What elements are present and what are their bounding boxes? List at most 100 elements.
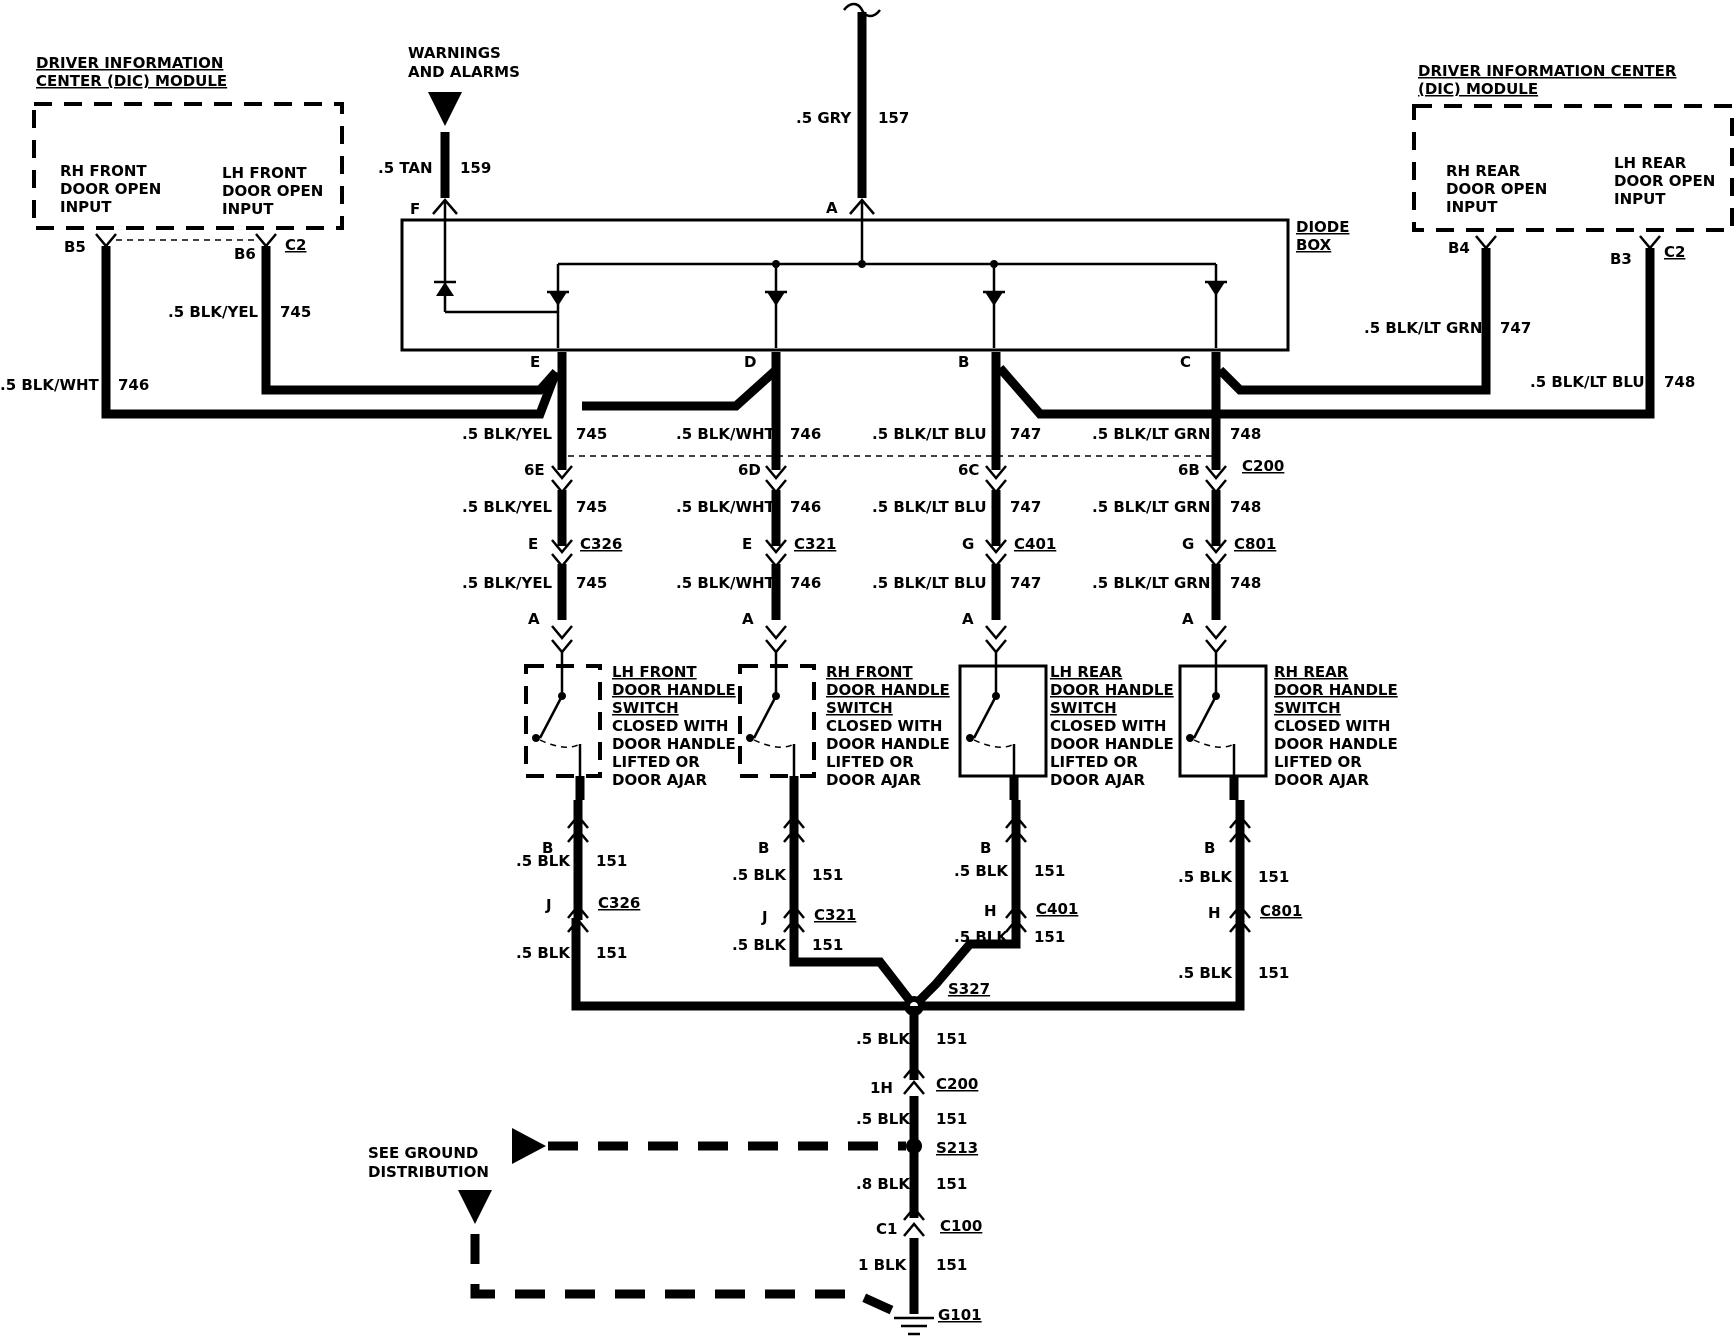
wire-157-label: .5 GRY	[796, 109, 852, 127]
wire-157-circuit: 157	[878, 109, 909, 127]
switch-contact-icon	[966, 734, 974, 742]
switch-desc-3: LIFTED OR	[1274, 753, 1362, 771]
c200-ground-terminal	[903, 1080, 925, 1095]
switch-desc-4: DOOR AJAR	[826, 771, 922, 789]
see-ground-label-1: SEE GROUND	[368, 1144, 478, 1162]
g1-circuit: 151	[596, 852, 627, 870]
g-conn-pin: H	[984, 902, 997, 920]
conn-pin: G	[962, 535, 974, 553]
pin-f: F	[410, 200, 420, 218]
switch-pin-b: B	[758, 839, 769, 857]
warnings-label-2: AND ALARMS	[408, 63, 520, 81]
conn-label: C326	[580, 535, 622, 553]
switch-label-3: SWITCH	[1050, 699, 1117, 717]
wire-748-from-module	[996, 248, 1655, 419]
switch-label-1: RH REAR	[1274, 663, 1349, 681]
diode-b	[983, 264, 1005, 348]
row3-wire-label: .5 BLK/LT GRN	[1092, 574, 1210, 592]
gw4-label: 1 BLK	[858, 1256, 908, 1274]
ground-wire-col4	[914, 918, 1245, 1011]
row3-wire-label: .5 BLK/LT BLU	[872, 574, 987, 592]
switch-label-3: SWITCH	[826, 699, 893, 717]
right-input2-line3: INPUT	[1614, 190, 1666, 208]
switch-desc-1: CLOSED WITH	[826, 717, 942, 735]
left-input1-line2: DOOR OPEN	[60, 180, 161, 198]
switch-box	[958, 664, 1048, 778]
wire-746-from-module	[101, 246, 561, 419]
wire-747-circuit: 747	[1500, 319, 1531, 337]
row1-circuit: 748	[1230, 425, 1261, 443]
junction-dot	[858, 260, 866, 268]
conn-label: C321	[794, 535, 836, 553]
wire-745-from-module	[261, 246, 560, 395]
row3-circuit: 747	[1010, 574, 1041, 592]
g-conn-pin: H	[1208, 904, 1221, 922]
row1-circuit: 745	[576, 425, 607, 443]
switch-pin-a: A	[962, 610, 974, 628]
ground-wire-col3	[910, 918, 1021, 1010]
row3-circuit: 745	[576, 574, 607, 592]
left-module-title-1: DRIVER INFORMATION	[36, 54, 223, 72]
wire-745-circuit: 745	[280, 303, 311, 321]
g-conn-label: C401	[1036, 900, 1078, 918]
right-pin-b3: B3	[1610, 250, 1632, 268]
wire-746-circuit: 746	[118, 376, 149, 394]
g2-circuit: 151	[596, 944, 627, 962]
left-module-box	[32, 102, 344, 230]
right-pin-b4: B4	[1448, 239, 1470, 257]
diode-f-icon	[436, 282, 454, 296]
switch-desc-4: DOOR AJAR	[1050, 771, 1146, 789]
switch-desc-1: CLOSED WITH	[1274, 717, 1390, 735]
g2-circuit: 151	[812, 936, 843, 954]
left-pin1-terminal	[95, 233, 117, 248]
g1-wire-label: .5 BLK	[516, 852, 571, 870]
right-pin1-terminal	[1475, 235, 1497, 250]
switch-pin-b: B	[1204, 839, 1215, 857]
g2-circuit: 151	[1258, 964, 1289, 982]
row1-circuit: 747	[1010, 425, 1041, 443]
row1-wire-label: .5 BLK/YEL	[462, 425, 553, 443]
conn-pin: E	[742, 535, 752, 553]
g1-wire-label: .5 BLK	[1178, 868, 1233, 886]
ground-bus: S327 .5 BLK 151 1H C200 .5 BLK 151 S213 …	[368, 918, 1245, 1336]
right-input1-line1: RH REAR	[1446, 162, 1521, 180]
switch-contact-icon	[1186, 734, 1194, 742]
right-module-box	[1412, 104, 1734, 232]
conn-pin: E	[528, 535, 538, 553]
c100-conn: C100	[940, 1217, 982, 1235]
gw2-label: .5 BLK	[856, 1110, 911, 1128]
row1-wire-label: .5 BLK/LT GRN	[1092, 425, 1210, 443]
row2-circuit: 748	[1230, 498, 1261, 516]
wire-159-label: .5 TAN	[378, 159, 433, 177]
switch-contact-icon	[746, 734, 754, 742]
switch-desc-2: DOOR HANDLE	[826, 735, 950, 753]
left-pin-b6: B6	[234, 245, 256, 263]
c200-pin: 6C	[958, 461, 979, 479]
row2-circuit: 747	[1010, 498, 1041, 516]
see-ground-label-2: DISTRIBUTION	[368, 1163, 489, 1181]
c200-ground-terminal-2	[903, 1064, 925, 1079]
switch-label-2: DOOR HANDLE	[612, 681, 736, 699]
c200-pin: 6B	[1178, 461, 1200, 479]
g1-circuit: 151	[812, 866, 843, 884]
gw1-circuit: 151	[936, 1030, 967, 1048]
right-module-title-2: (DIC) MODULE	[1418, 80, 1538, 98]
gw4-circuit: 151	[936, 1256, 967, 1274]
c200-ground-pin: 1H	[870, 1079, 893, 1097]
g2-wire-label: .5 BLK	[516, 944, 571, 962]
pin-a-top: A	[826, 199, 838, 217]
diode-box-outline	[400, 218, 1290, 352]
row1-circuit: 746	[790, 425, 821, 443]
switch-pin-b: B	[980, 839, 991, 857]
switch-pin-a: A	[1182, 610, 1194, 628]
conn-label: C401	[1014, 535, 1056, 553]
diode-pin-e: E	[530, 353, 540, 371]
gw3-circuit: 151	[936, 1175, 967, 1193]
row2-wire-label: .5 BLK/LT BLU	[872, 498, 987, 516]
row2-circuit: 746	[790, 498, 821, 516]
g1-wire-label: .5 BLK	[732, 866, 787, 884]
left-input1-line3: INPUT	[60, 198, 112, 216]
see-ground-arrow-icon	[512, 1128, 546, 1164]
gw1-label: .5 BLK	[856, 1030, 911, 1048]
switch-label-3: SWITCH	[1274, 699, 1341, 717]
